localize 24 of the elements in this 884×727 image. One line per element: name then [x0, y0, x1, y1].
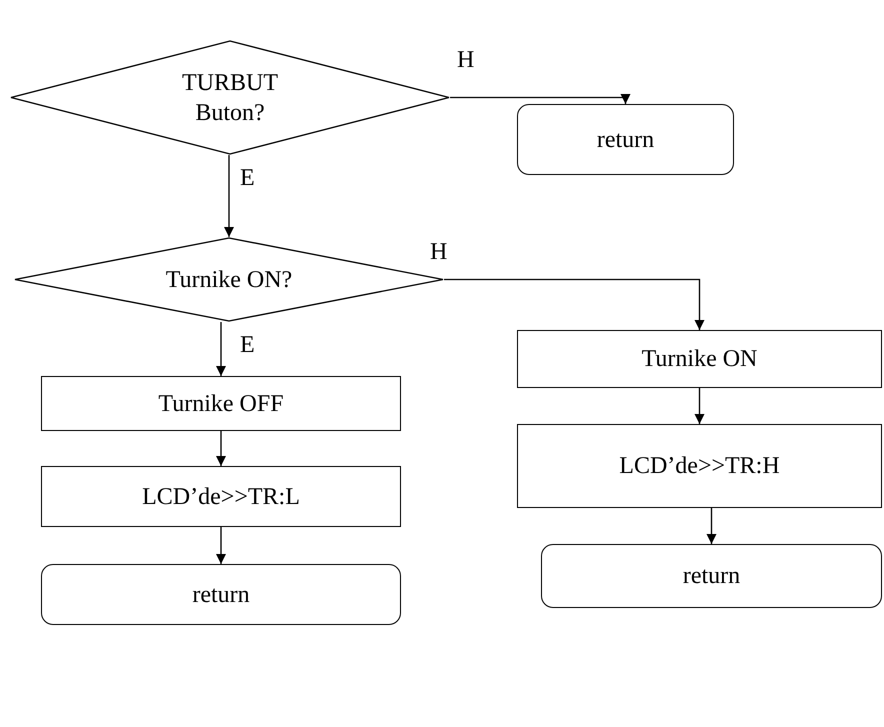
process-box [41, 376, 401, 431]
process-box [517, 424, 882, 508]
box-label: Turnike ON [642, 345, 758, 374]
box-label: return [192, 580, 250, 610]
box-label: return [682, 562, 740, 591]
box-label: return [596, 126, 654, 154]
box-label: LCD’de>>TR:L [142, 482, 300, 512]
box-label: Turnike OFF [158, 390, 284, 418]
arrow [706, 508, 716, 544]
decision-text: Turnike ON? [166, 266, 292, 294]
terminal-box [541, 544, 882, 608]
arrow [216, 431, 226, 466]
terminal-box [41, 564, 401, 625]
arrow [224, 155, 234, 237]
process-box [517, 330, 882, 388]
arrow [216, 322, 226, 376]
arrow [216, 527, 226, 564]
arrow [450, 94, 630, 104]
arrow [694, 388, 704, 424]
arrow [444, 278, 704, 330]
terminal-box [517, 104, 734, 175]
decision-text: TURBUT Buton? [181, 68, 279, 128]
box-label: LCD’de>>TR:H [619, 452, 780, 481]
process-box [41, 466, 401, 527]
